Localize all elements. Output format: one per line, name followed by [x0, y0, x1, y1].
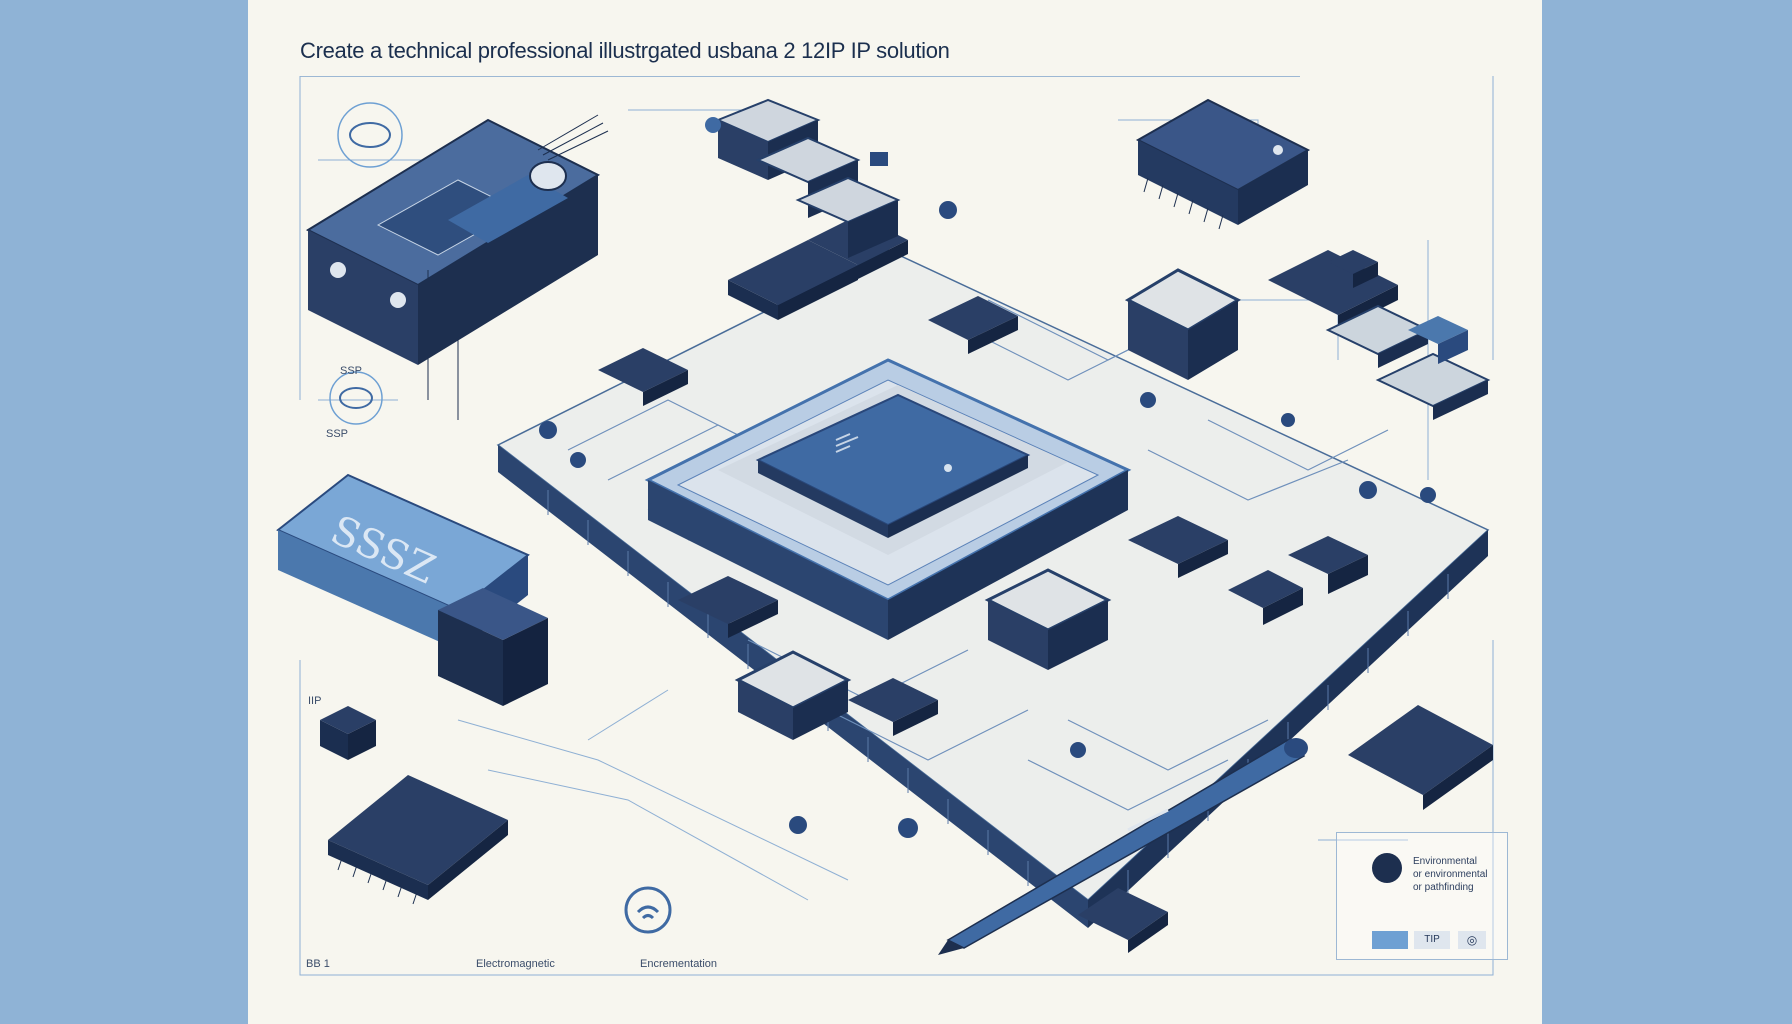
label-bottom-mid-1: Electromagnetic — [476, 958, 555, 970]
legend-line-1: Environmental — [1413, 856, 1477, 867]
signal-icon — [624, 886, 672, 934]
legend-chip-label: TIP — [1414, 931, 1450, 949]
label-left-bottom: SSP — [326, 428, 349, 440]
illustration-title: Create a technical professional illustrg… — [300, 38, 950, 63]
legend-color-chip — [1372, 931, 1408, 949]
label-mid-left: IIP — [308, 695, 322, 707]
badge-icon-2 — [329, 371, 383, 425]
guide-lines — [299, 76, 1494, 976]
cpu-chip — [755, 393, 1031, 538]
target-icon: ◎ — [1458, 931, 1486, 949]
legend-line-3: or pathfinding — [1413, 882, 1474, 893]
legend-box: Environmental or environmental or pathfi… — [1336, 832, 1508, 960]
badge-icon — [337, 102, 721, 168]
board-chips — [539, 201, 1491, 838]
control-module — [305, 114, 609, 420]
label-bottom-left: BB 1 — [306, 958, 330, 970]
legend-dot — [1372, 853, 1402, 883]
left-margin — [0, 0, 248, 1024]
chip-bottom-right — [1078, 705, 1493, 953]
label-bottom-mid-2: Encrementation — [640, 958, 718, 970]
right-margin — [1542, 0, 1792, 1024]
side-module: SSSZ — [276, 473, 530, 650]
label-left-top: SSP — [340, 365, 363, 377]
dark-cube — [438, 588, 548, 706]
pen-illustration — [938, 738, 1308, 955]
circuit-board-illustration: SSSZ — [276, 76, 1494, 976]
small-cube-left — [320, 706, 376, 760]
chip-top-right — [1135, 98, 1311, 230]
top-chips — [715, 98, 901, 258]
illustration-canvas: Create a technical professional illustrg… — [248, 0, 1542, 1024]
legend-line-2: or environmental — [1413, 869, 1488, 880]
legend-text: Environmental or environmental or pathfi… — [1413, 855, 1487, 894]
title-rule — [300, 76, 1300, 77]
small-chip-right — [1328, 250, 1468, 364]
chip-bottom-left — [328, 775, 508, 905]
